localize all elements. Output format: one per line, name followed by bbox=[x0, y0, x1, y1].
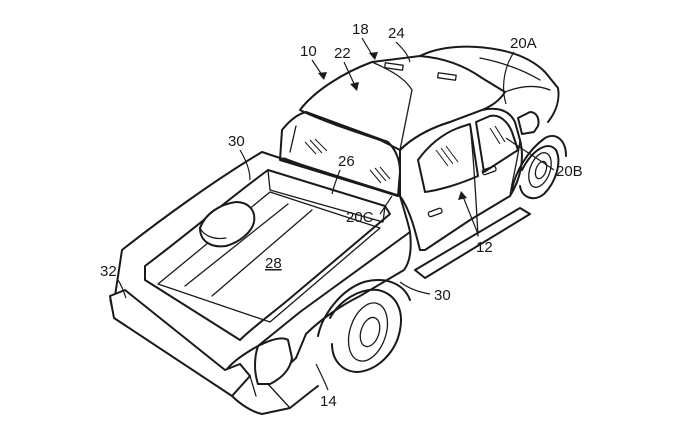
label-32: 32 bbox=[100, 263, 117, 280]
label-12: 12 bbox=[476, 239, 493, 256]
label-10: 10 bbox=[300, 43, 317, 60]
label-22: 22 bbox=[334, 45, 351, 62]
label-20b: 20B bbox=[556, 163, 583, 180]
truck-bed bbox=[114, 151, 412, 385]
cab-side bbox=[399, 107, 567, 279]
tailgate bbox=[109, 289, 319, 415]
rear-window-glare bbox=[304, 138, 391, 184]
label-20c: 20C bbox=[346, 209, 374, 226]
label-20a: 20A bbox=[510, 35, 537, 52]
label-24: 24 bbox=[388, 25, 405, 42]
label-28: 28 bbox=[265, 255, 282, 272]
label-18: 18 bbox=[352, 21, 369, 38]
label-14: 14 bbox=[320, 393, 337, 410]
leader-lines bbox=[117, 37, 555, 391]
reference-numerals: 10 18 24 20A 22 30 26 20B 20C 12 28 32 3… bbox=[100, 21, 583, 410]
label-26: 26 bbox=[338, 153, 355, 170]
label-30-top: 30 bbox=[228, 133, 245, 150]
label-30-bottom: 30 bbox=[434, 287, 451, 304]
side-window-glare bbox=[435, 125, 506, 167]
